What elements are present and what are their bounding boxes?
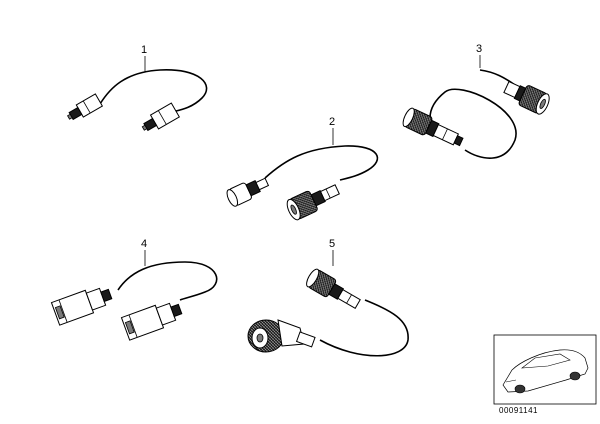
- cable-assembly-3: 3: [402, 43, 550, 159]
- cable-assembly-4: 4: [50, 238, 218, 341]
- cable-assembly-2: 2: [226, 116, 379, 221]
- cable-assembly-5: 5: [247, 238, 409, 357]
- callout-3: 3: [476, 43, 482, 55]
- car-silhouette-icon: [502, 349, 589, 394]
- vehicle-thumbnail: 00091141: [493, 334, 597, 415]
- cable-assembly-1: 1: [66, 44, 208, 132]
- callout-2: 2: [329, 116, 335, 128]
- callout-4: 4: [141, 238, 147, 250]
- callout-1: 1: [141, 44, 147, 56]
- reference-number: 00091141: [499, 406, 538, 415]
- callout-5: 5: [329, 238, 335, 250]
